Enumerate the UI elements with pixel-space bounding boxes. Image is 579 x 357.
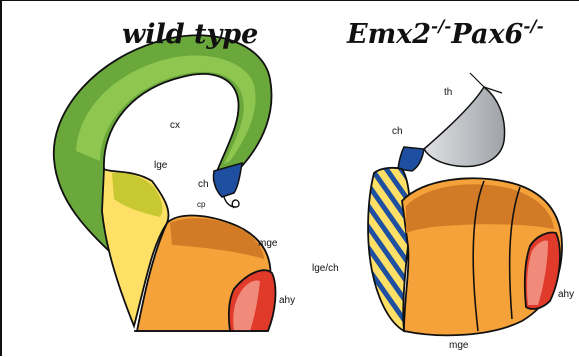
label-cx: cx [170, 120, 180, 131]
mutant-title: Emx2-/-Pax6-/- [346, 17, 544, 50]
wild-type-schematic [54, 35, 276, 331]
label-th: th [444, 87, 452, 98]
label-ahy-left: ahy [279, 295, 295, 306]
cp-curl [224, 197, 239, 208]
mutant-title-emx2: Emx2 [346, 19, 431, 50]
label-cp: cp [197, 200, 206, 209]
ch-region-mutant [398, 147, 424, 171]
mutant-title-pax6: Pax6 [450, 19, 523, 50]
label-ch-right: ch [392, 126, 403, 137]
label-mge-left: mge [258, 238, 278, 249]
mutant-title-sup-2: -/- [523, 17, 543, 37]
wild-type-title: wild type [122, 19, 258, 50]
label-ch-left: ch [198, 179, 209, 190]
mutant-schematic [368, 73, 562, 335]
label-mge-right: mge [449, 340, 469, 351]
label-ahy-right: ahy [558, 289, 574, 300]
label-lge-ch: lge/ch [312, 263, 339, 274]
lge-ch-region [368, 168, 410, 331]
label-lge: lge [154, 160, 168, 171]
mutant-title-sup-1: -/- [431, 17, 451, 37]
thalamus-region [424, 87, 505, 167]
